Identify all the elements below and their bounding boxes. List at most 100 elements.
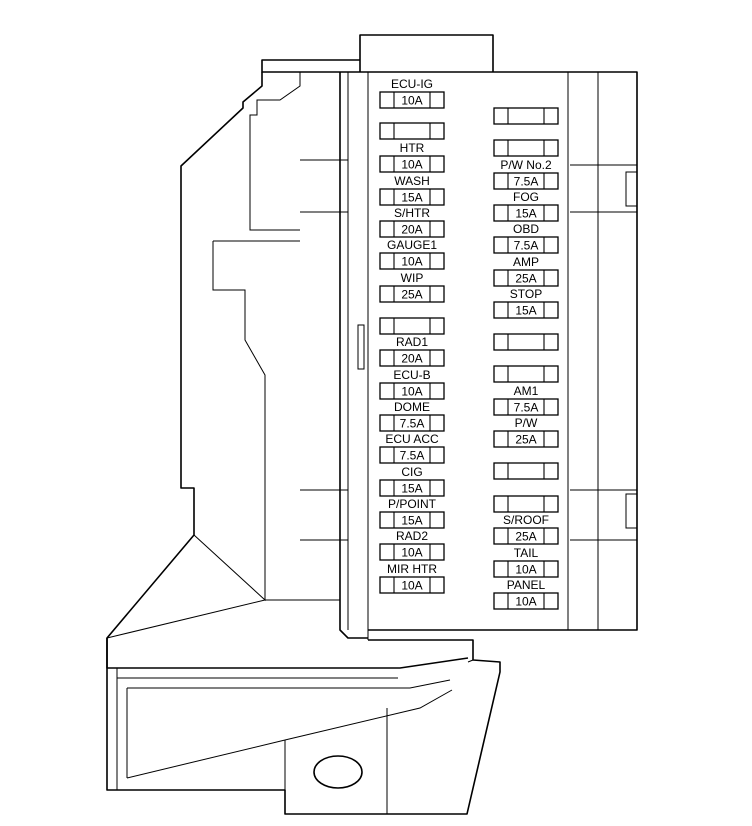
fuse-body — [493, 365, 559, 383]
fuse-rating: 10A — [515, 595, 536, 609]
fuse-label: S/ROOF — [503, 513, 549, 527]
fuse-rating: 10A — [401, 94, 422, 108]
fuse-body — [493, 301, 559, 319]
fuse-rating: 10A — [401, 385, 422, 399]
fuse-label: ECU-IG — [391, 77, 433, 91]
fuse-amp: AMP 25A — [493, 255, 559, 287]
fuse-gauge1: GAUGE1 10A — [379, 238, 445, 270]
fuse-label: MIR HTR — [387, 562, 437, 576]
fuse-label: AMP — [513, 255, 539, 269]
fuse-body — [379, 414, 445, 432]
fuse-body — [379, 446, 445, 464]
fuse-body — [493, 398, 559, 416]
fuse-rating: 15A — [401, 191, 422, 205]
fuse-label: RAD2 — [396, 529, 428, 543]
fuse-p-w-no-2: P/W No.27.5A — [493, 158, 559, 190]
fuse-body — [379, 349, 445, 367]
fuse-wip: WIP 25A — [379, 271, 445, 303]
fuse-rating: 7.5A — [514, 239, 539, 253]
fuse-label: GAUGE1 — [387, 238, 437, 252]
fuse-label: RAD1 — [396, 335, 428, 349]
fuse-htr: HTR 10A — [379, 141, 445, 173]
fuse-spare — [493, 462, 559, 480]
fuse-body — [493, 204, 559, 222]
fuse-body — [493, 269, 559, 287]
fuse-label: FOG — [513, 190, 539, 204]
fuse-body — [379, 285, 445, 303]
fuse-box-housing — [106, 34, 638, 815]
fuse-rating: 25A — [515, 530, 536, 544]
fuse-label: PANEL — [507, 578, 546, 592]
fuse-spare — [379, 317, 445, 335]
fuse-body — [493, 430, 559, 448]
fuse-label: AM1 — [514, 384, 539, 398]
fuse-label: P/W No.2 — [500, 158, 552, 172]
fuse-rating: 25A — [515, 272, 536, 286]
fuse-spare — [379, 122, 445, 140]
fuse-body — [379, 155, 445, 173]
fuse-label: HTR — [400, 141, 425, 155]
fuse-p-point: P/POINT 15A — [379, 497, 445, 529]
fuse-rating: 7.5A — [400, 449, 425, 463]
fuse-spare — [493, 333, 559, 351]
fuse-rating: 25A — [515, 433, 536, 447]
fuse-body — [493, 462, 559, 480]
fuse-body — [493, 107, 559, 125]
fuse-s-roof: S/ROOF 25A — [493, 513, 559, 545]
mounting-hole-oval — [313, 755, 363, 789]
fuse-rating: 7.5A — [514, 401, 539, 415]
fuse-p-w: P/W 25A — [493, 416, 559, 448]
fuse-rating: 25A — [401, 288, 422, 302]
fuse-am1: AM1 7.5A — [493, 384, 559, 416]
fuse-rating: 20A — [401, 352, 422, 366]
fuse-rating: 10A — [401, 546, 422, 560]
fuse-body — [493, 495, 559, 513]
fuse-ecu-acc: ECU ACC 7.5A — [379, 432, 445, 464]
fuse-label: STOP — [510, 287, 542, 301]
fuse-label: OBD — [513, 222, 539, 236]
fuse-label: DOME — [394, 400, 430, 414]
fuse-rating: 10A — [401, 579, 422, 593]
fuse-label: P/POINT — [388, 497, 437, 511]
fuse-body — [379, 543, 445, 561]
fuse-body — [379, 220, 445, 238]
fuse-spare — [493, 107, 559, 125]
fuse-rating: 10A — [401, 255, 422, 269]
fuse-ecu-ig: ECU-IG 10A — [379, 77, 445, 109]
fuse-rating: 10A — [401, 158, 422, 172]
fuse-layout: ECU-IG10AHTR10AWASH15AS/HTR20AGAUGE110AW… — [379, 77, 559, 610]
fuse-label: ECU ACC — [385, 432, 439, 446]
fuse-rating: 15A — [515, 304, 536, 318]
fuse-rating: 15A — [515, 207, 536, 221]
fuse-label: S/HTR — [394, 206, 430, 220]
fuse-rating: 15A — [401, 514, 422, 528]
fuse-body — [493, 560, 559, 578]
fuse-label: ECU-B — [393, 368, 430, 382]
fuse-body — [493, 172, 559, 190]
fuse-body — [493, 236, 559, 254]
fuse-rad2: RAD2 10A — [379, 529, 445, 561]
fuse-obd: OBD 7.5A — [493, 222, 559, 254]
fuse-body — [379, 317, 445, 335]
fuse-spare — [493, 495, 559, 513]
fuse-body — [379, 511, 445, 529]
fuse-body — [493, 592, 559, 610]
fuse-label: WASH — [394, 174, 430, 188]
fuse-label: P/W — [515, 416, 538, 430]
fuse-wash: WASH 15A — [379, 174, 445, 206]
fuse-label: TAIL — [514, 546, 539, 560]
fuse-body — [493, 527, 559, 545]
fuse-stop: STOP 15A — [493, 287, 559, 319]
fuse-mir-htr: MIR HTR 10A — [379, 562, 445, 594]
fuse-body — [493, 139, 559, 157]
fuse-panel: PANEL 10A — [493, 578, 559, 610]
fuse-fog: FOG 15A — [493, 190, 559, 222]
fuse-rad1: RAD1 20A — [379, 335, 445, 367]
fuse-label: WIP — [401, 271, 424, 285]
fuse-body — [379, 188, 445, 206]
